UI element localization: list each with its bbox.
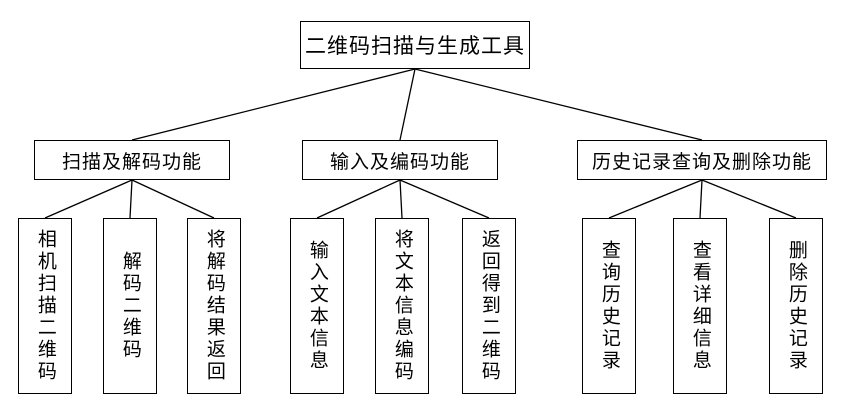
- leaf-label: 查询历史记录: [598, 240, 621, 372]
- module-scan-decode: 扫描及解码功能: [34, 140, 230, 180]
- leaf-decode: 解码二维码: [103, 218, 157, 394]
- connector-m3-m3c3: [701, 179, 797, 219]
- leaf-query-history: 查询历史记录: [582, 218, 636, 394]
- leaf-label: 将解码结果返回: [203, 229, 226, 383]
- leaf-label: 查看详细信息: [689, 240, 712, 372]
- connector-m3-m3c2: [699, 179, 703, 219]
- connector-m1-m1c2: [129, 179, 133, 219]
- module-label: 输入及编码功能: [329, 150, 470, 173]
- module-history: 历史记录查询及删除功能: [577, 140, 827, 180]
- module-label: 扫描及解码功能: [61, 150, 202, 173]
- leaf-label: 返回得到二维码: [478, 229, 501, 383]
- leaf-label: 将文本信息编码: [391, 229, 414, 383]
- connector-m3-m3c1: [608, 179, 703, 219]
- connector-m1-m1c3: [131, 179, 215, 219]
- leaf-camera-scan: 相机扫描二维码: [18, 218, 72, 394]
- leaf-label: 相机扫描二维码: [34, 229, 57, 383]
- leaf-input-text: 输入文本信息: [290, 218, 344, 394]
- leaf-view-details: 查看详细信息: [673, 218, 727, 394]
- connector-m2-m2c3: [399, 179, 490, 219]
- root-node: 二维码扫描与生成工具: [300, 21, 530, 69]
- connector-m2-m2c2: [399, 179, 403, 219]
- leaf-encode-text: 将文本信息编码: [375, 218, 429, 394]
- module-label: 历史记录查询及删除功能: [591, 150, 812, 173]
- leaf-label: 输入文本信息: [306, 240, 329, 372]
- connector-m1-m1c1: [44, 179, 133, 219]
- leaf-label: 解码二维码: [119, 251, 142, 361]
- leaf-delete-history: 删除历史记录: [769, 218, 823, 394]
- module-input-encode: 输入及编码功能: [302, 140, 498, 180]
- root-label: 二维码扫描与生成工具: [305, 34, 525, 58]
- leaf-return-qrcode: 返回得到二维码: [462, 218, 516, 394]
- connector-m2-m2c1: [316, 179, 401, 219]
- leaf-return-result: 将解码结果返回: [187, 218, 241, 394]
- connector-root-m3: [414, 68, 703, 141]
- connector-root-m2: [399, 68, 416, 141]
- connector-root-m1: [131, 68, 416, 141]
- leaf-label: 删除历史记录: [785, 240, 808, 372]
